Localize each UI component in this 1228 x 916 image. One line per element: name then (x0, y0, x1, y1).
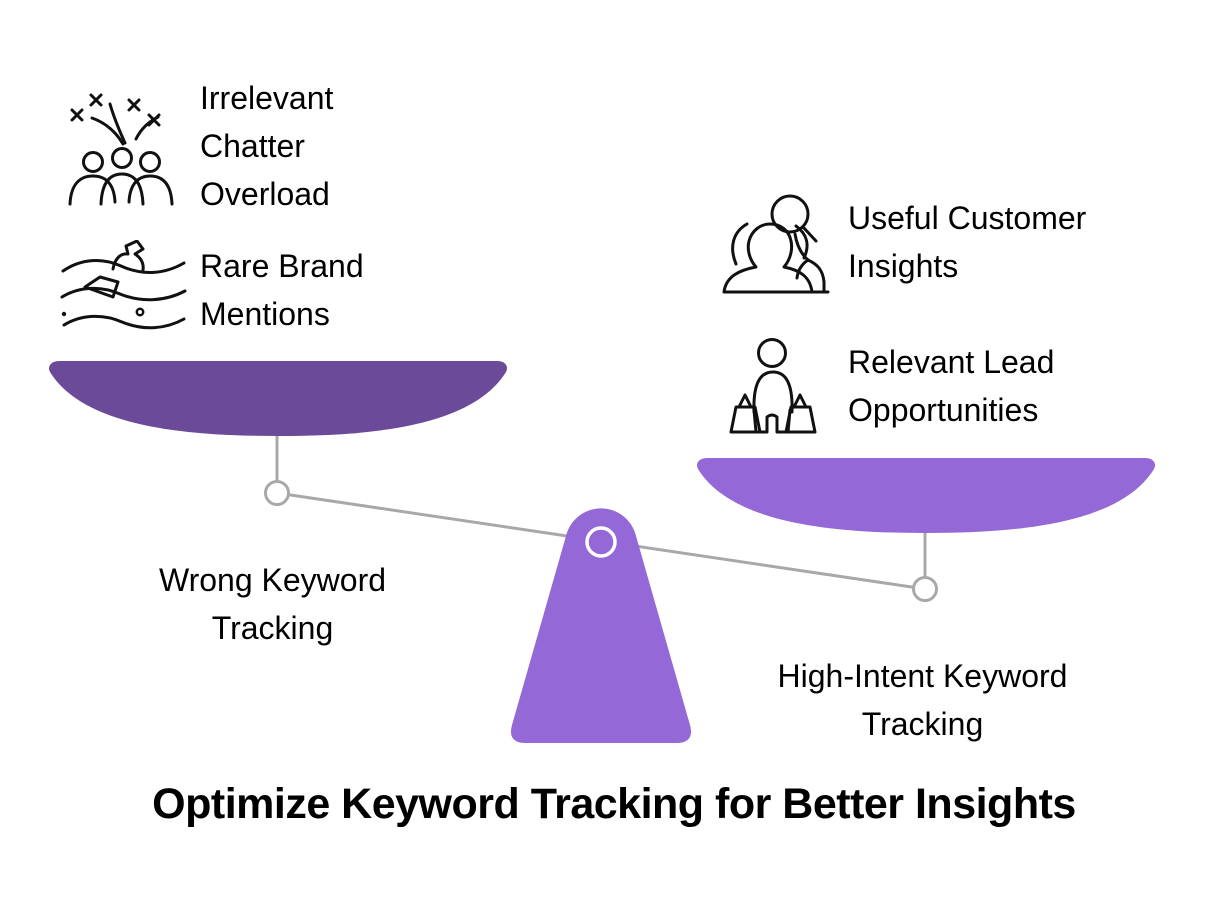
left-pan (49, 361, 507, 436)
fulcrum (510, 508, 692, 743)
shopper-bags-icon-strokes (729, 338, 817, 434)
crowd-noise-icon (68, 93, 174, 206)
right-pivot-circle (912, 576, 938, 602)
right-pan-label: High-Intent Keyword Tracking (777, 658, 1068, 742)
left-pan-label: Wrong Keyword Tracking (158, 562, 387, 646)
shopper-bags-icon (729, 338, 817, 434)
page-title: Optimize Keyword Tracking for Better Ins… (152, 780, 1076, 828)
customer-magnifier-icon (722, 194, 830, 294)
fulcrum-pivot-ring (585, 526, 617, 558)
left-item-1-label: Irrelevant Chatter Overload (200, 80, 334, 212)
left-pivot-circle (264, 480, 290, 506)
left-item-2-label: Rare Brand Mentions (200, 248, 364, 332)
right-pan (697, 458, 1155, 533)
waves-bottle-icon-strokes (60, 240, 187, 330)
right-item-2-label: Relevant Lead Opportunities (848, 344, 1055, 428)
customer-magnifier-icon-strokes (722, 194, 830, 294)
right-item-1-label: Useful Customer Insights (848, 200, 1087, 284)
waves-bottle-icon (60, 240, 187, 330)
crowd-noise-icon-strokes (68, 93, 174, 206)
